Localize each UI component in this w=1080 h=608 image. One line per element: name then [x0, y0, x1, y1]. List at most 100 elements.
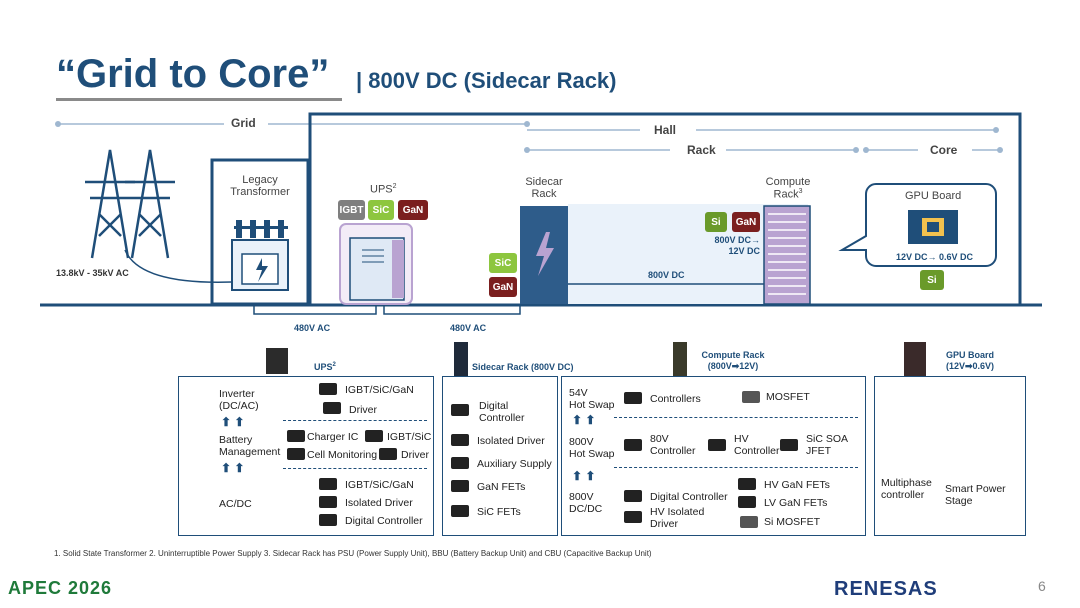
- ups-item: Driver: [401, 449, 429, 461]
- chip-icon: [319, 496, 337, 508]
- ups-item: IGBT/SiC/GaN: [345, 384, 414, 396]
- compute-item: Controllers: [650, 393, 701, 405]
- ups-sic-chip: SiC: [368, 200, 394, 220]
- title-underline: [56, 98, 342, 101]
- bus-800v-label: 800V DC: [648, 270, 685, 280]
- page-number: 6: [1038, 578, 1046, 594]
- sidecar-item: GaN FETs: [477, 481, 526, 493]
- chip-icon: [451, 404, 469, 416]
- chip-icon: [740, 516, 758, 528]
- up-arrow-icon: ⬆ ⬆: [221, 415, 245, 429]
- row-divider: [283, 420, 427, 421]
- chip-icon: [287, 430, 305, 442]
- renesas-logo: RENESAS: [834, 578, 938, 600]
- row-divider: [614, 467, 858, 468]
- chip-icon: [624, 392, 642, 404]
- chip-icon: [451, 480, 469, 492]
- row-divider: [283, 468, 427, 469]
- ups-item: Digital Controller: [345, 515, 423, 527]
- up-arrow-icon: ⬆ ⬆: [572, 413, 596, 427]
- page-subtitle: | 800V DC (Sidecar Rack): [356, 68, 617, 93]
- grid-voltage-label: 13.8kV - 35kV AC: [56, 268, 129, 278]
- sidecar-item: Auxiliary Supply: [477, 458, 552, 470]
- chip-icon: [319, 383, 337, 395]
- chip-icon: [738, 478, 756, 490]
- sidecar-item: SiC FETs: [477, 506, 521, 518]
- chip-icon: [708, 439, 726, 451]
- gpu-chip-logo: RENESAS: [885, 442, 919, 449]
- ups-gan-chip: GaN: [398, 200, 428, 220]
- chip-icon: [319, 514, 337, 526]
- ups-item: Isolated Driver: [345, 497, 413, 509]
- chip-icon: [624, 511, 642, 523]
- sidecar-panel-title: Sidecar Rack (800V DC): [472, 362, 574, 372]
- zone-core-label: Core: [930, 143, 958, 157]
- compute-item: Si MOSFET: [764, 516, 821, 528]
- row-divider: [614, 417, 858, 418]
- compute-gan-chip: GaN: [732, 212, 760, 232]
- compute-conversion-label: 800V DC→12V DC: [714, 235, 760, 256]
- chip-icon: [451, 505, 469, 517]
- footnote: 1. Solid State Transformer 2. Uninterrup…: [54, 549, 652, 558]
- chip-icon: [379, 448, 397, 460]
- gpu-panel-title: GPU Board(12V➡0.6V): [945, 350, 995, 371]
- compute-panel-title: Compute Rack(800V➡12V): [701, 350, 765, 371]
- ups-item: IGBT/SiC: [387, 431, 432, 443]
- compute-item: LV GaN FETs: [764, 497, 828, 509]
- chip-icon: [451, 457, 469, 469]
- up-arrow-icon: ⬆ ⬆: [572, 469, 596, 483]
- zone-rack-label: Rack: [687, 143, 716, 157]
- chip-icon: [451, 434, 469, 446]
- chip-icon: [742, 391, 760, 403]
- compute-item: Digital Controller: [650, 491, 728, 503]
- sidecar-item: Isolated Driver: [477, 435, 545, 447]
- ups-row-inverter-label: Inverter(DC/AC): [219, 388, 259, 412]
- ac480-label-b: 480V AC: [450, 323, 487, 333]
- sidecar-sic-chip: SiC: [489, 253, 517, 273]
- ups-item: Cell Monitoring: [307, 449, 378, 461]
- ac480-label-a: 480V AC: [294, 323, 331, 333]
- sidecar-gan-chip: GaN: [489, 277, 517, 297]
- compute-item: HV GaN FETs: [764, 479, 830, 491]
- ups-item: Charger IC: [307, 431, 359, 443]
- gpu-si-chip: Si: [920, 270, 944, 290]
- page-title: “Grid to Core”: [56, 52, 330, 96]
- apec-logo: APEC 2026: [8, 578, 113, 598]
- chip-icon: [624, 439, 642, 451]
- chip-icon: [323, 402, 341, 414]
- gpu-board-label: GPU Board: [905, 190, 962, 202]
- ups-item: IGBT/SiC/GaN: [345, 479, 414, 491]
- ups-label: UPS2: [370, 183, 397, 196]
- zone-grid-label: Grid: [231, 116, 256, 130]
- chip-icon: [365, 430, 383, 442]
- up-arrow-icon: ⬆ ⬆: [221, 461, 245, 475]
- gpu-conversion-label: 12V DC→ 0.6V DC: [896, 252, 974, 262]
- chip-icon: [738, 496, 756, 508]
- chip-icon: [624, 490, 642, 502]
- compute-si-chip: Si: [705, 212, 727, 232]
- zone-hall-label: Hall: [654, 123, 677, 137]
- chip-icon: [319, 478, 337, 490]
- ups-row-acdc-label: AC/DC: [219, 498, 252, 510]
- ups-item: Driver: [349, 404, 377, 416]
- ups-panel-title: UPS2: [314, 362, 336, 372]
- compute-item: MOSFET: [766, 391, 810, 403]
